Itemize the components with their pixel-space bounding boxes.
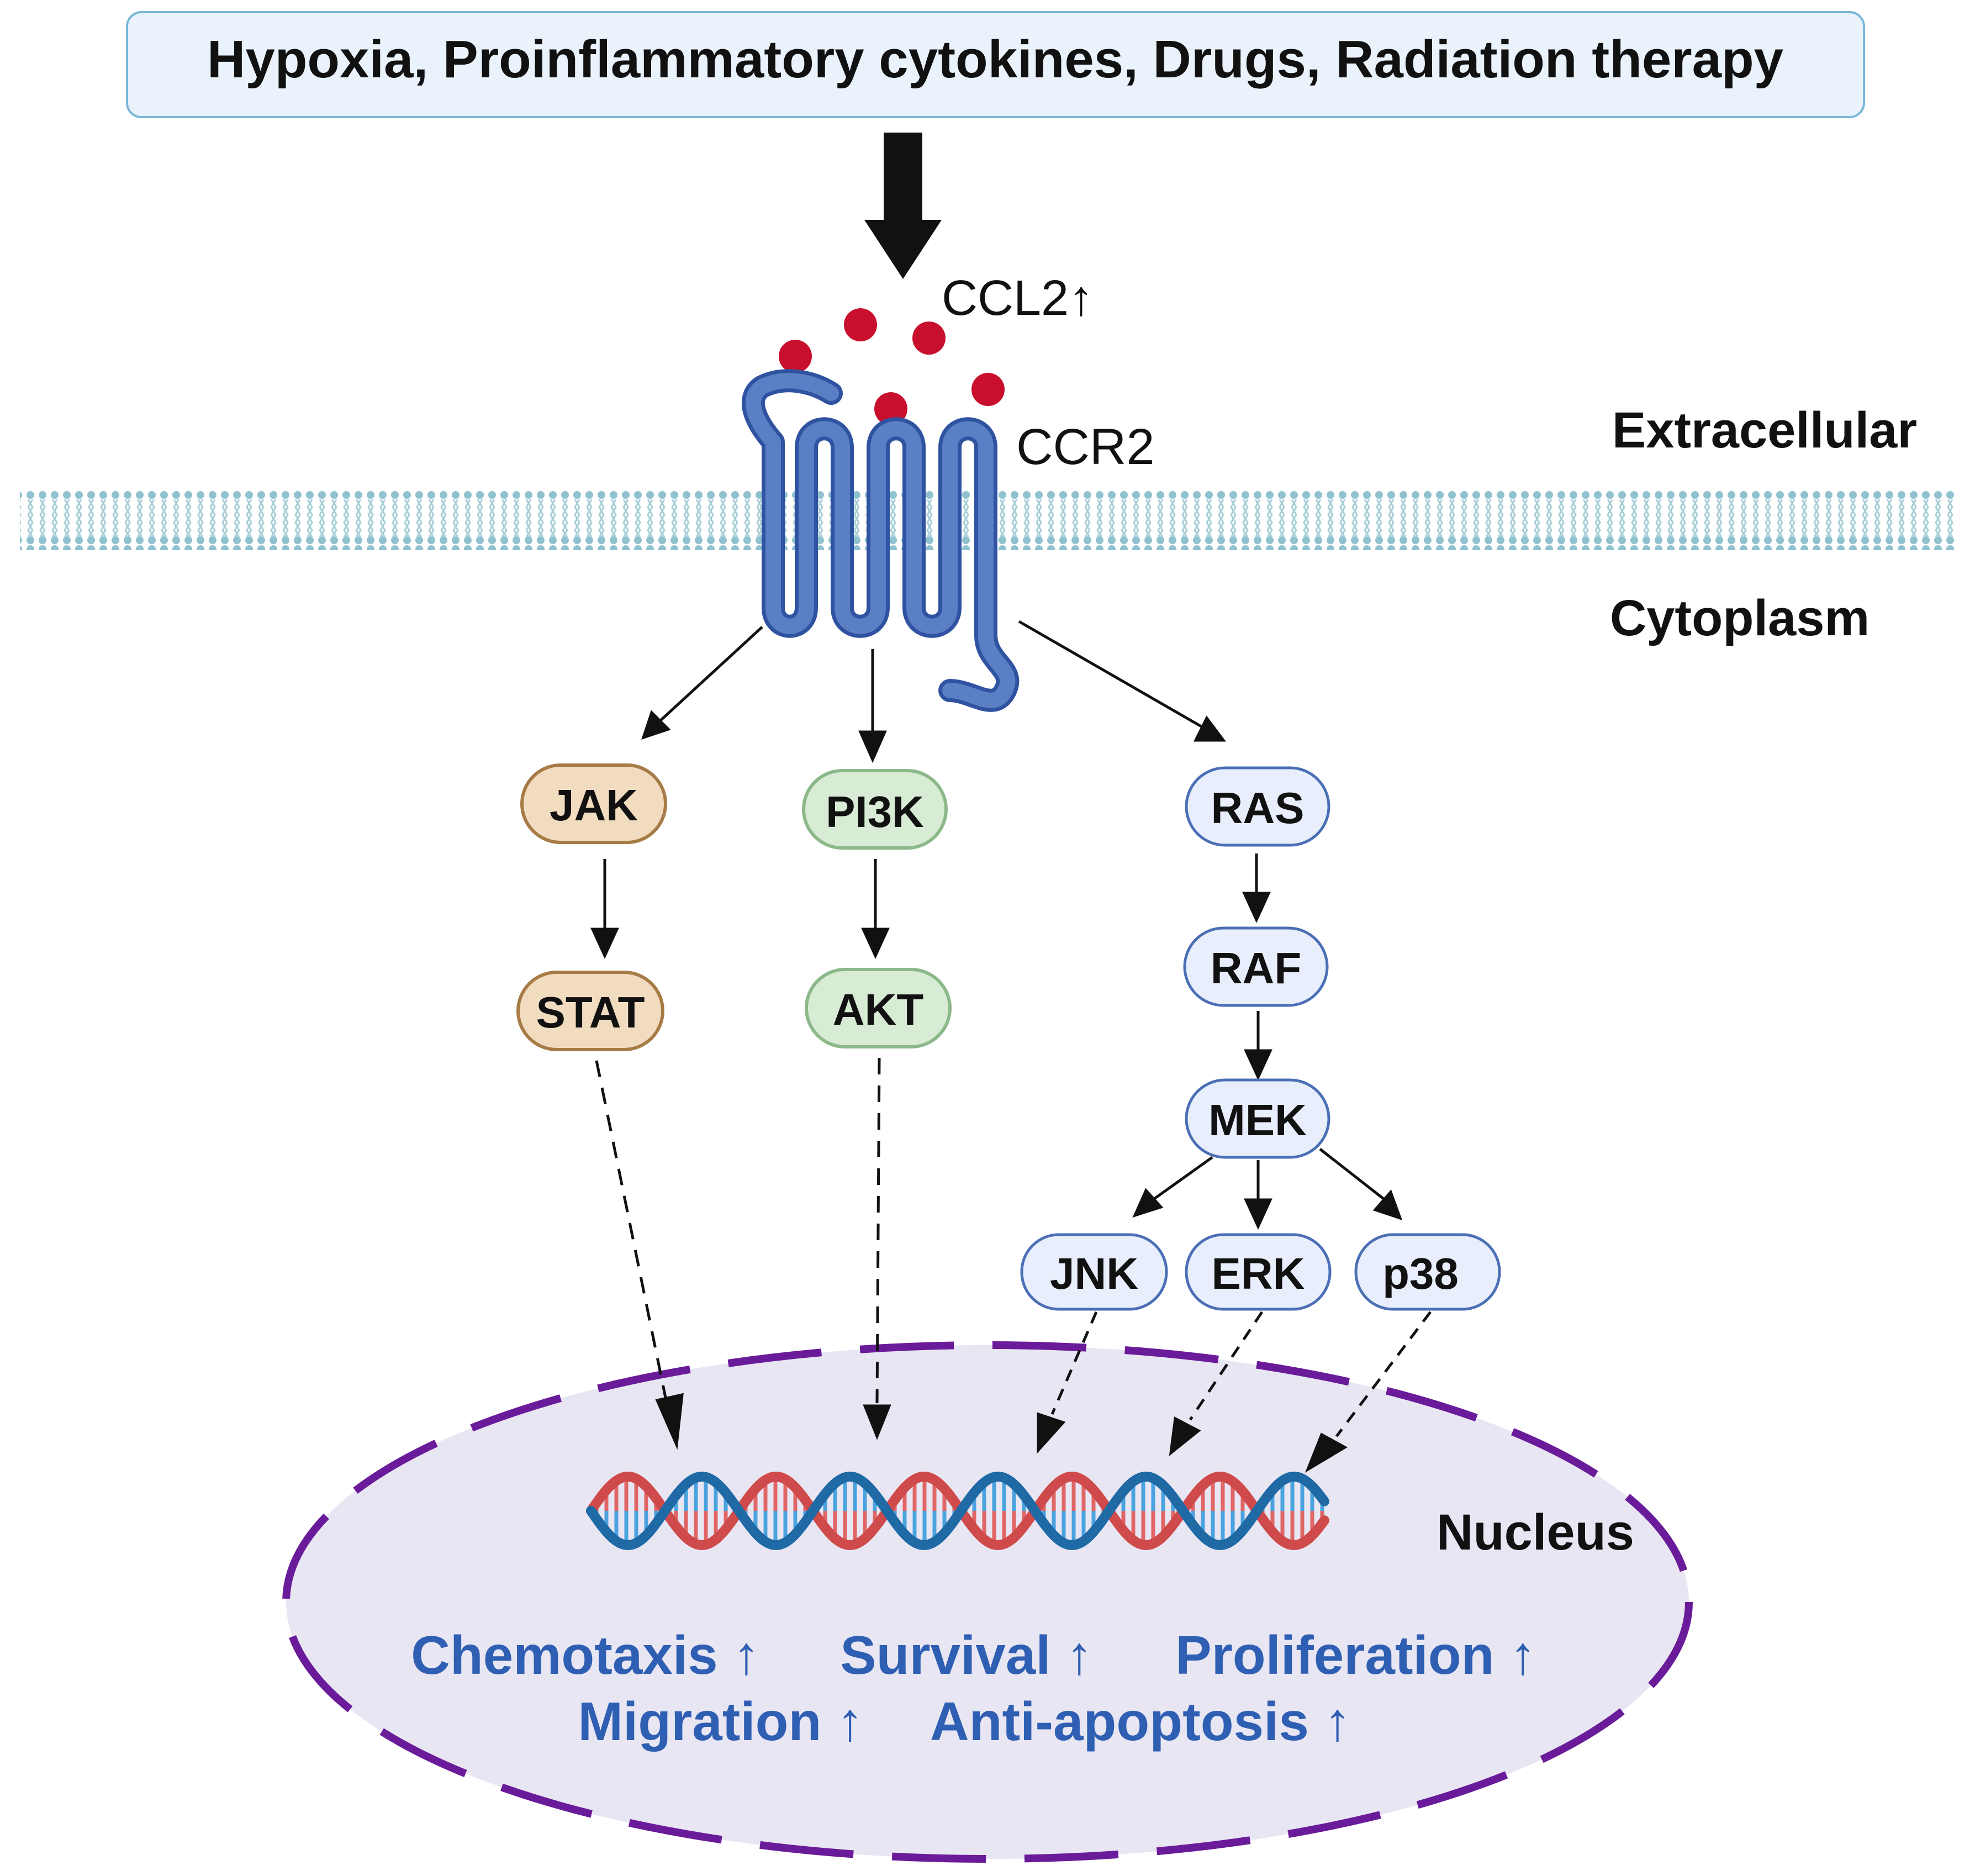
outcome-survival: Survival ↑ — [840, 1625, 1093, 1685]
dna-helix — [586, 1471, 1329, 1551]
raf-mek-arrow — [1244, 1011, 1272, 1081]
akt-label: AKT — [833, 985, 924, 1034]
pi3k-akt-arrow — [861, 859, 890, 960]
jak-stat-arrow — [590, 859, 619, 960]
ccl2-dot — [779, 340, 812, 373]
dna-strand-blue — [586, 1471, 1329, 1551]
ccl2-dot — [844, 308, 877, 341]
raf-node: RAF — [1183, 926, 1329, 1007]
jnk-node: JNK — [1020, 1233, 1168, 1311]
ccl2-dot — [874, 392, 907, 425]
cytoplasm-label: Cytoplasm — [1610, 590, 1870, 646]
ccl2-dot — [912, 322, 946, 355]
nucleus — [282, 1341, 1693, 1863]
stat-label: STAT — [536, 988, 645, 1037]
akt-node: AKT — [805, 968, 952, 1048]
outcome-migration: Migration ↑ — [578, 1691, 863, 1752]
ccr2-label: CCR2 — [1016, 419, 1154, 475]
stimulus-arrow — [864, 133, 942, 279]
ras-node: RAS — [1185, 766, 1330, 847]
erk-label: ERK — [1212, 1249, 1305, 1298]
mek-label: MEK — [1208, 1095, 1307, 1145]
mek-effector-arrows — [1132, 1148, 1403, 1230]
ccl2-label: CCL2↑ — [942, 271, 1094, 326]
ras-raf-arrow — [1242, 853, 1271, 924]
extracellular-label: Extracellular — [1612, 402, 1917, 459]
nucleus-label: Nucleus — [1437, 1504, 1634, 1561]
ccl2-ligands — [779, 308, 1005, 425]
nuclear-translocation-arrows — [595, 1057, 1432, 1473]
receptor-arrows — [641, 620, 1226, 763]
mek-node: MEK — [1185, 1078, 1330, 1159]
p38-node: p38 — [1354, 1233, 1501, 1311]
stat-node: STAT — [516, 971, 664, 1051]
ras-label: RAS — [1211, 783, 1305, 832]
p38-label: p38 — [1382, 1249, 1459, 1298]
jak-node: JAK — [520, 763, 667, 844]
outcome-anti-apoptosis: Anti-apoptosis ↑ — [930, 1691, 1351, 1752]
jnk-label: JNK — [1050, 1249, 1138, 1298]
dna-strand-red — [586, 1471, 1329, 1551]
stimulus-label: Hypoxia, Proinflammatory cytokines, Drug… — [207, 30, 1783, 89]
pi3k-label: PI3K — [826, 787, 924, 836]
raf-label: RAF — [1211, 944, 1301, 993]
jak-label: JAK — [550, 781, 638, 830]
erk-node: ERK — [1185, 1233, 1332, 1311]
outcome-proliferation: Proliferation ↑ — [1175, 1625, 1536, 1685]
outcome-chemotaxis: Chemotaxis ↑ — [411, 1625, 760, 1685]
stimulus-box — [126, 11, 1865, 118]
ccl2-dot — [971, 373, 1005, 406]
pi3k-node: PI3K — [802, 769, 948, 850]
